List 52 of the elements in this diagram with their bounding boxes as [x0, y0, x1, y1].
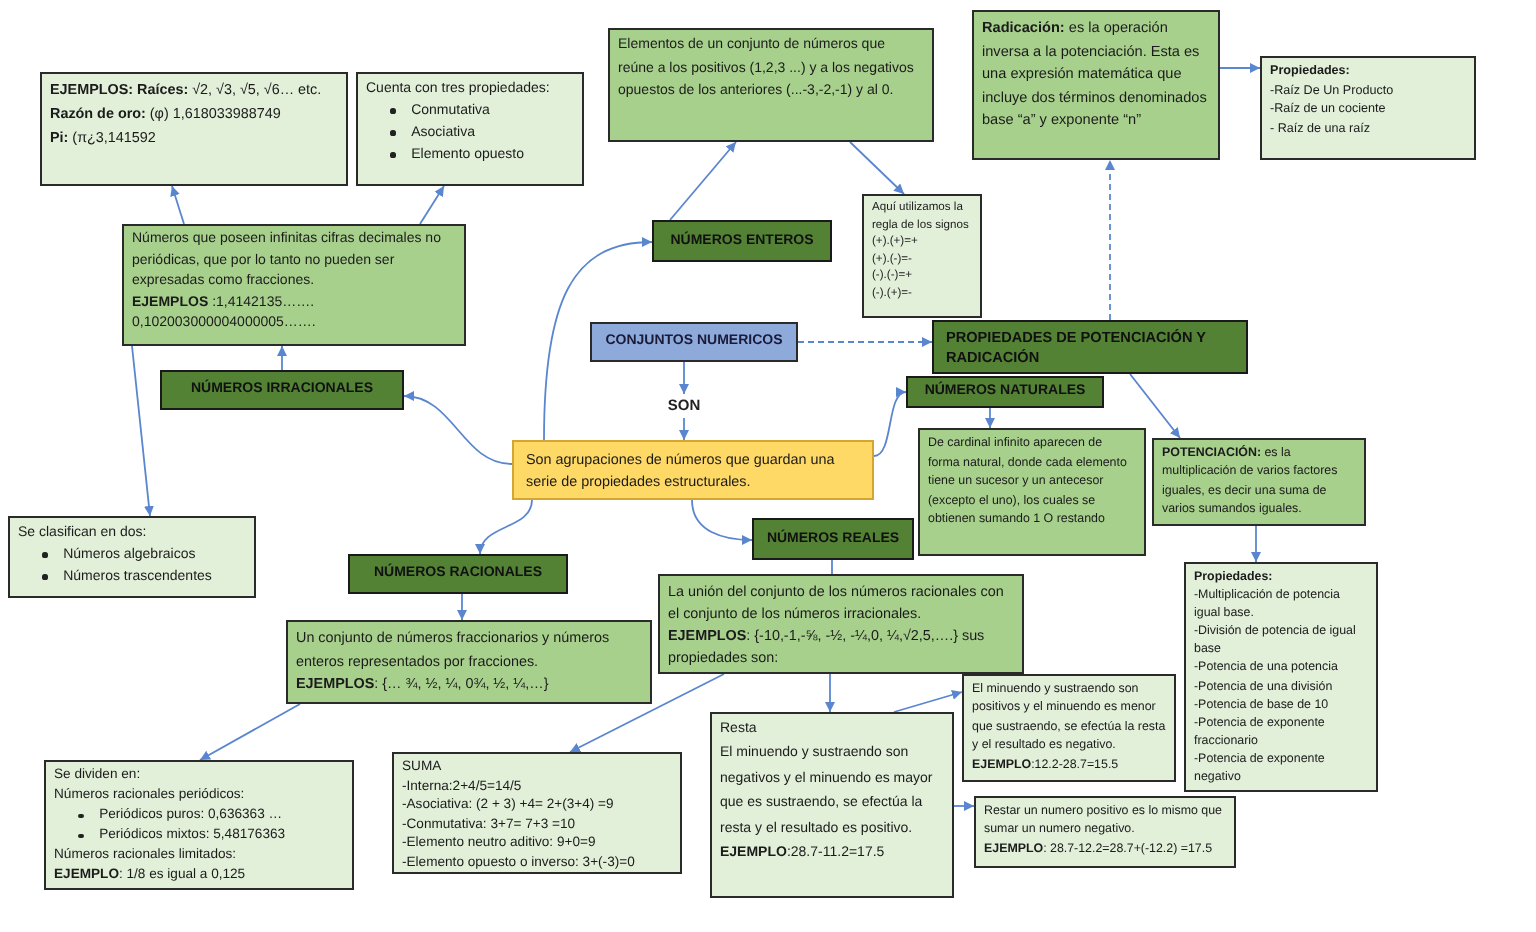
note-box — [40, 72, 348, 186]
arrow — [543, 237, 653, 441]
arrow — [953, 801, 975, 811]
arrow — [797, 337, 933, 347]
note-box — [974, 796, 1236, 868]
arrow — [849, 141, 905, 195]
arrow — [985, 407, 995, 429]
note-box — [44, 760, 354, 890]
concept-box — [906, 376, 1104, 408]
concept-box — [348, 554, 568, 594]
note-box — [962, 674, 1176, 782]
arrow — [277, 345, 287, 371]
arrow — [170, 185, 185, 225]
arrow — [1251, 525, 1261, 563]
arrow — [691, 499, 753, 545]
note-box — [1260, 56, 1476, 160]
arrow — [457, 593, 467, 621]
arrow — [476, 499, 533, 555]
concept-box — [752, 518, 914, 560]
connector-line — [831, 559, 833, 575]
arrow — [825, 673, 835, 713]
arrow — [569, 673, 725, 753]
note-box — [356, 72, 584, 186]
note-box — [8, 516, 256, 598]
note-box — [1184, 562, 1378, 792]
concept-box — [652, 220, 832, 262]
arrow — [1219, 63, 1261, 73]
definition-box — [512, 440, 874, 500]
description-box — [608, 28, 934, 142]
arrow — [873, 389, 907, 457]
note-box — [710, 712, 954, 898]
concept-box — [932, 320, 1248, 374]
arrow — [669, 141, 737, 221]
description-box — [658, 574, 1024, 674]
arrow — [679, 417, 689, 441]
note-box — [862, 194, 982, 318]
arrow — [893, 690, 963, 713]
description-box — [972, 10, 1220, 160]
arrow — [131, 345, 154, 517]
arrow — [1129, 373, 1181, 439]
note-box — [392, 752, 682, 874]
arrow — [403, 392, 513, 465]
concept-box — [160, 370, 404, 410]
arrow — [199, 703, 301, 761]
arrow — [1105, 159, 1115, 321]
main-concept-box — [590, 322, 798, 362]
description-box — [286, 620, 652, 704]
description-box — [918, 428, 1146, 556]
arrow — [419, 185, 445, 225]
arrow — [679, 361, 689, 395]
description-box — [122, 224, 466, 346]
description-box — [1152, 438, 1366, 526]
